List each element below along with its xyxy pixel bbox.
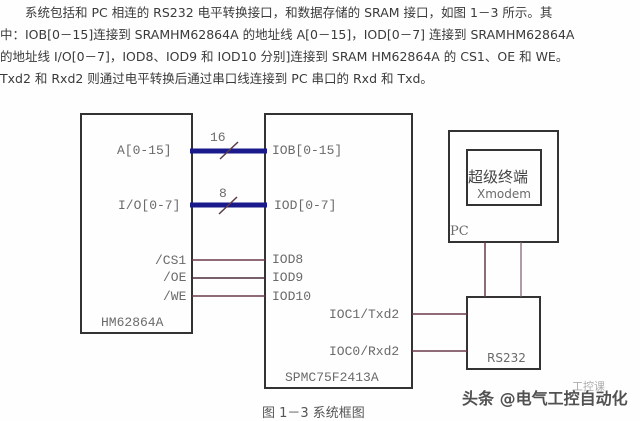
bus-slash-8 — [218, 196, 238, 215]
rs232-label: RS232 — [487, 351, 526, 365]
paragraph-line: 的地址线 I/O[0－7]，IOD8、IOD9 和 IOD10 分别]连接到 S… — [0, 49, 569, 64]
pin-iod0-7: IOD[0-7] — [274, 198, 337, 213]
bus-width-16: 16 — [210, 130, 226, 145]
pin-iod10: IOD10 — [272, 289, 312, 304]
paragraph-line: Txd2 和 Rxd2 则通过电平转换后通过串口线连接到 PC 串口的 Rxd … — [0, 71, 433, 86]
pin-cs1: /CS1 — [155, 253, 187, 268]
pin-oe: /OE — [163, 270, 187, 285]
pin-iob0-15: IOB[0-15] — [272, 143, 343, 158]
pin-we: /WE — [163, 289, 187, 304]
paragraph-line: 系统包括和 PC 相连的 RS232 电平转换接口，和数据存储的 SRAM 接口… — [0, 5, 553, 20]
intro-paragraph: 系统包括和 PC 相连的 RS232 电平转换接口，和数据存储的 SRAM 接口… — [0, 2, 640, 90]
terminal-box — [466, 149, 542, 206]
paragraph-line: 中：IOB[0－15]连接到 SRAMHM62864A 的地址线 A[0－15]… — [0, 27, 575, 42]
pin-iod8: IOD8 — [272, 252, 304, 267]
bus-width-8: 8 — [219, 186, 227, 201]
mcu-box — [264, 113, 413, 389]
watermark-small: 工控课 — [572, 380, 605, 393]
bus-slash-16 — [219, 141, 239, 160]
terminal-sub: Xmodem — [477, 187, 531, 201]
terminal-title: 超级终端 — [468, 168, 529, 186]
pin-a0-15: A[0-15] — [117, 143, 172, 158]
sram-name: HM62864A — [101, 315, 164, 330]
sram-box — [80, 113, 193, 334]
pin-iod9: IOD9 — [272, 270, 304, 285]
pin-io0-7: I/O[0-7] — [118, 198, 181, 213]
pin-ioc0-rxd2: IOC0/Rxd2 — [329, 344, 400, 359]
pc-label: PC — [450, 224, 469, 239]
pin-ioc1-txd2: IOC1/Txd2 — [329, 307, 400, 322]
watermark: 头条 @电气工控自动化 — [462, 389, 628, 408]
rs232-box — [466, 296, 541, 370]
figure-caption: 图 1－3 系统框图 — [262, 406, 365, 421]
mcu-name: SPMC75F2413A — [285, 370, 379, 385]
